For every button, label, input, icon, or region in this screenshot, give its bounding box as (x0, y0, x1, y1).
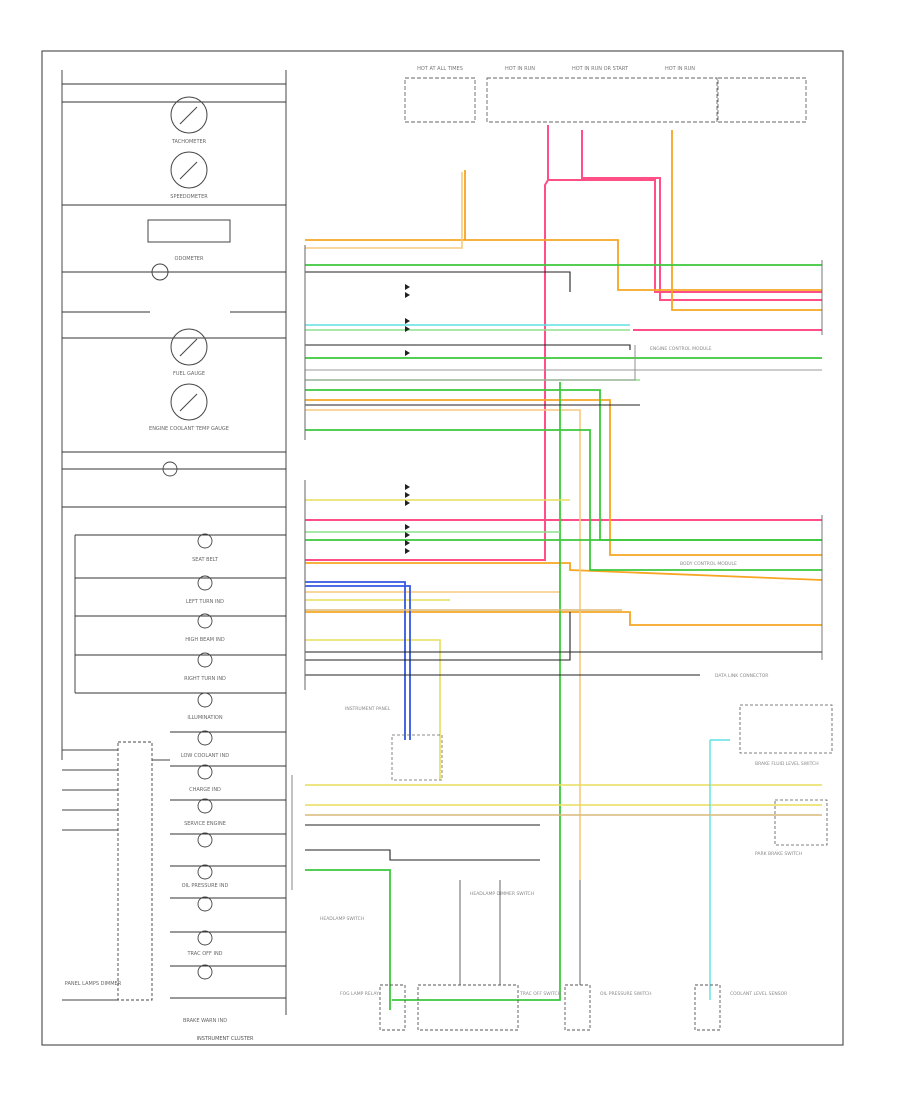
bottom-components (379, 880, 721, 1031)
wires-cyan (305, 324, 730, 1000)
panel-lamps-dimmer (62, 741, 170, 1001)
indicator-label: ILLUMINATION (187, 715, 222, 721)
indicator-lamps (162, 461, 213, 980)
connector-brackets (291, 245, 443, 890)
gauge-label: FUEL GAUGE (173, 371, 205, 377)
component-label: FOG LAMP RELAY (340, 991, 379, 997)
indicator-label: OIL PRESSURE IND (182, 883, 229, 889)
gauge-engine-coolant: ENGINE COOLANT TEMP GAUGE (149, 383, 229, 432)
connector-labels: ENGINE CONTROL MODULE BODY CONTROL MODUL… (345, 346, 768, 712)
indicator-label: LEFT TURN IND (186, 599, 224, 605)
diagram-frame (41, 50, 844, 1046)
component-label: HEADLAMP DIMMER SWITCH (470, 891, 534, 897)
component-label: HEADLAMP SWITCH (320, 916, 364, 922)
indicator-label: SERVICE ENGINE (184, 821, 226, 827)
gauge-odometer: ODOMETER (147, 219, 231, 281)
gauge-label: TACHOMETER (171, 139, 207, 145)
indicator-label: HIGH BEAM IND (185, 637, 225, 643)
fuse-box-label: HOT IN RUN OR START (572, 66, 629, 72)
indicator-label: CHARGE IND (189, 787, 221, 793)
indicator-label: LOW COOLANT IND (181, 753, 229, 759)
gauge-fuel: FUEL GAUGE (170, 328, 208, 377)
gauge-speedometer: SPEEDOMETER (170, 151, 208, 200)
connector-label: INSTRUMENT PANEL (345, 706, 391, 712)
fuse-boxes (404, 77, 807, 123)
fuse-box-label: HOT IN RUN (665, 66, 695, 72)
wires-blue (305, 581, 411, 740)
gauge-label: ODOMETER (175, 256, 204, 262)
wires-black (305, 271, 822, 861)
connector-label: BODY CONTROL MODULE (680, 561, 737, 567)
wires-pink (305, 125, 822, 561)
wires-gray (304, 245, 822, 690)
indicator-label: SEAT BELT (192, 557, 219, 563)
instrument-cluster-section (61, 70, 287, 1015)
indicator-labels: SEAT BELT LEFT TURN IND HIGH BEAM IND RI… (181, 557, 229, 1024)
gauge-label: SPEEDOMETER (170, 194, 208, 200)
panel-lamps-label: PANEL LAMPS DIMMER (65, 981, 122, 987)
component-label: TRAC OFF SWITCH (519, 991, 561, 997)
wires-green (305, 264, 822, 1010)
component-label: COOLANT LEVEL SENSOR (730, 991, 787, 997)
wires-orange (305, 130, 823, 626)
gauge-tachometer: TACHOMETER (170, 96, 208, 145)
connector-label: ENGINE CONTROL MODULE (650, 346, 712, 352)
right-terminals (739, 260, 833, 846)
connector-arrows (405, 284, 410, 554)
connector-label: DATA LINK CONNECTOR (715, 673, 768, 679)
indicator-label: BRAKE WARN IND (183, 1018, 227, 1024)
component-label: OIL PRESSURE SWITCH (600, 991, 652, 997)
component-label: PARK BRAKE SWITCH (755, 851, 802, 857)
component-labels: BRAKE FLUID LEVEL SWITCH PARK BRAKE SWIT… (320, 761, 819, 997)
wires-tan (305, 609, 822, 816)
fuse-labels: HOT AT ALL TIMES HOT IN RUN HOT IN RUN O… (417, 66, 695, 72)
wires-yellow (305, 499, 822, 806)
indicator-label: TRAC OFF IND (186, 951, 222, 957)
fuse-box-label: HOT AT ALL TIMES (417, 66, 463, 72)
wires-light-orange (305, 172, 581, 880)
gauge-label: ENGINE COOLANT TEMP GAUGE (149, 426, 229, 432)
component-label: BRAKE FLUID LEVEL SWITCH (755, 761, 819, 767)
cluster-label: INSTRUMENT CLUSTER (197, 1036, 255, 1042)
fuse-box-label: HOT IN RUN (505, 66, 535, 72)
indicator-label: RIGHT TURN IND (184, 676, 226, 682)
